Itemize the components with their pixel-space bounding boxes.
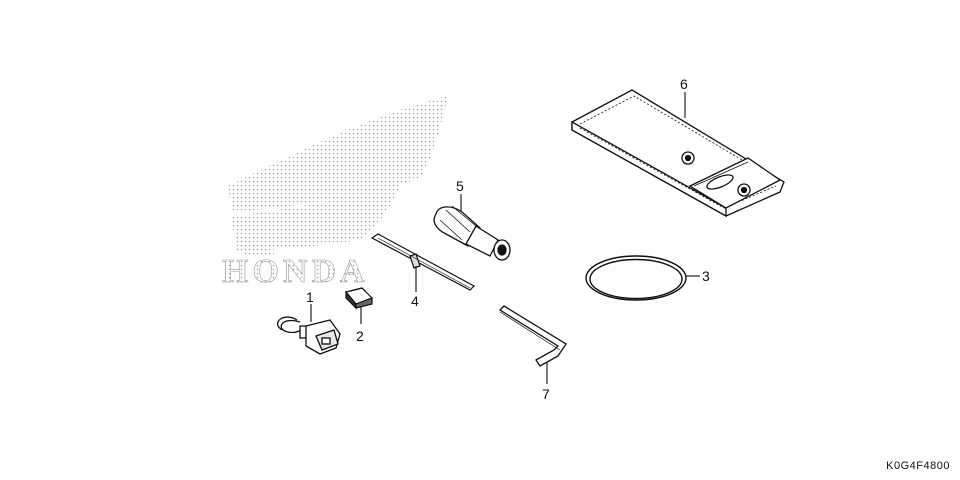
callout-1: 1 — [306, 289, 314, 305]
honda-watermark-text: HONDA — [222, 253, 369, 290]
part-2-clip-icon[interactable] — [344, 287, 374, 310]
callout-2: 2 — [356, 328, 364, 344]
callout-3: 3 — [702, 268, 710, 284]
part-6-tool-bag-icon[interactable] — [571, 89, 785, 218]
part-4-screwdriver-shank-icon[interactable] — [370, 233, 475, 291]
part-7-hex-key-icon[interactable] — [498, 305, 567, 367]
part-5-screwdriver-handle-icon[interactable] — [433, 205, 511, 261]
callout-4: 4 — [411, 293, 419, 309]
leader-lines — [310, 92, 700, 384]
callout-6: 6 — [680, 76, 688, 92]
callout-7: 7 — [542, 386, 550, 402]
honda-wing-logo-icon: HONDA — [222, 96, 448, 290]
drawing-code: K0G4F4800 — [886, 460, 950, 472]
part-1-connector-icon[interactable] — [276, 316, 341, 355]
callout-5: 5 — [456, 178, 464, 194]
part-3-band-ring-icon[interactable] — [585, 255, 687, 301]
callout-labels: 1 2 3 4 5 6 7 — [306, 76, 710, 402]
